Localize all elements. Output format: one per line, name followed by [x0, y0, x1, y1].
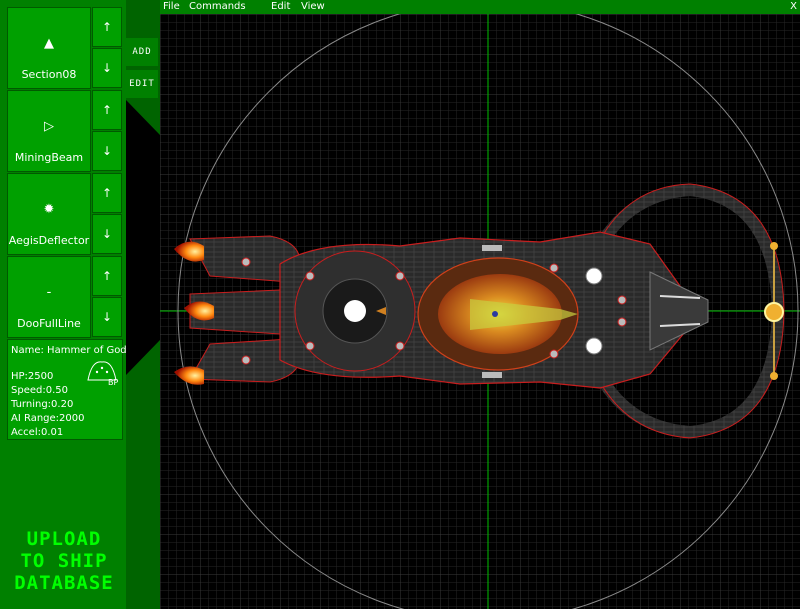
- part-slot-doofullline[interactable]: - DooFullLine: [7, 256, 91, 338]
- move-down-button[interactable]: ↓: [92, 297, 122, 337]
- editor-side-panel: ▲ Section08 ↑ ↓ ▷ MiningBeam ↑ ↓ ✹ Aegis…: [0, 0, 160, 609]
- ship-hp: HP:2500: [11, 371, 54, 382]
- reactor-core[interactable]: [417, 257, 579, 371]
- ship-badge-text: BP: [108, 378, 118, 386]
- move-down-button[interactable]: ↓: [92, 214, 122, 254]
- ship-name[interactable]: Name: Hammer of God: [11, 345, 127, 356]
- edit-menu[interactable]: Edit: [271, 1, 291, 12]
- ai-range-ring: [177, 14, 799, 609]
- line-icon: -: [46, 285, 52, 300]
- forward-beam-emitter: [764, 242, 784, 380]
- deflector-icon: ✹: [43, 202, 55, 217]
- part-slot-section08[interactable]: ▲ Section08: [7, 7, 91, 89]
- ship-accel: Accel:0.01: [11, 427, 64, 438]
- hull-section-icon: ▲: [44, 36, 54, 51]
- ship-info-panel: Name: Hammer of God HP:2500 Speed:0.50 T…: [7, 339, 127, 440]
- file-menu[interactable]: File: [163, 1, 180, 12]
- upload-line3: DATABASE: [14, 572, 114, 594]
- upload-line2: TO SHIP: [20, 550, 108, 572]
- menu-bar: File Commands Edit View X: [160, 0, 800, 14]
- part-slot-aegisdeflector[interactable]: ✹ AegisDeflector: [7, 173, 91, 255]
- edit-mode-tab[interactable]: EDIT: [126, 70, 158, 98]
- upload-line1: UPLOAD: [26, 528, 102, 550]
- add-mode-tab[interactable]: ADD: [126, 38, 158, 66]
- ship-speed: Speed:0.50: [11, 385, 68, 396]
- commands-menu[interactable]: Commands: [189, 1, 246, 12]
- part-label: Section08: [21, 68, 77, 81]
- ship-badge-icon: BP: [87, 361, 118, 386]
- move-up-button[interactable]: ↑: [92, 90, 122, 130]
- upload-to-ship-database-button[interactable]: UPLOAD TO SHIP DATABASE: [4, 528, 124, 594]
- ship-turning: Turning:0.20: [11, 399, 74, 410]
- part-slot-miningbeam[interactable]: ▷ MiningBeam: [7, 90, 91, 172]
- move-down-button[interactable]: ↓: [92, 131, 122, 171]
- part-label: DooFullLine: [17, 317, 81, 330]
- ship-editor-canvas[interactable]: [160, 14, 800, 609]
- move-up-button[interactable]: ↑: [92, 173, 122, 213]
- part-label: AegisDeflector: [8, 234, 90, 247]
- part-label: MiningBeam: [14, 151, 84, 164]
- engine-thrusters: [174, 241, 214, 385]
- close-button[interactable]: X: [790, 1, 797, 12]
- move-up-button[interactable]: ↑: [92, 256, 122, 296]
- move-up-button[interactable]: ↑: [92, 7, 122, 47]
- view-menu[interactable]: View: [301, 1, 325, 12]
- mining-beam-icon: ▷: [44, 119, 54, 134]
- ship-ai-range: AI Range:2000: [11, 413, 85, 424]
- hardpoints: [241, 245, 701, 378]
- panel-bevel: [126, 0, 160, 609]
- move-down-button[interactable]: ↓: [92, 48, 122, 88]
